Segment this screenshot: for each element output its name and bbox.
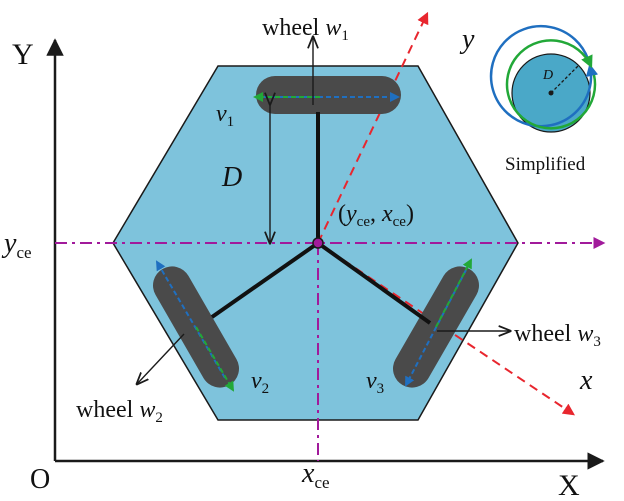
inset-outer-blue-arc [489,25,599,128]
wheel-1 [256,76,401,114]
wheel-3-green-arrow [435,258,472,328]
y-ce-axis-label: yce [1,228,32,262]
inset-radius-line [550,65,579,94]
simplified-inset: D Simplified [489,25,599,175]
wheel-2-label: wheel w2 [76,397,163,426]
velocity-3-label: v3 [366,368,384,397]
center-coordinate-label: (yce, xce) [338,201,414,230]
y-axis-label: Y [12,38,34,71]
inset-caption: Simplified [505,154,586,175]
wheel-2-green-arrow [195,326,235,392]
spoke-3 [316,241,432,325]
robot-center-point [312,237,324,249]
distance-d-label: D [221,162,242,193]
inset-center-dot [548,90,554,96]
rotated-y-label: y [459,24,475,55]
velocity-2-label: v2 [251,368,269,397]
rotated-y-axis [317,11,429,244]
wheel-2-blue-arrow [155,260,226,379]
wheel-3-label: wheel w3 [514,321,601,350]
inset-d-label: D [542,68,553,83]
origin-label: O [30,464,50,495]
velocity-1-label: v1 [216,101,234,130]
x-axis-label: X [558,469,580,501]
wheel-3-blue-arrow [405,269,467,387]
inset-inner-green-arc [505,39,597,130]
spoke-2 [210,241,320,319]
wheel-1-label: wheel w1 [262,15,349,44]
rotated-x-label: x [579,365,593,396]
wheel-2-pointer [137,333,185,384]
x-ce-axis-label: xce [301,458,330,492]
